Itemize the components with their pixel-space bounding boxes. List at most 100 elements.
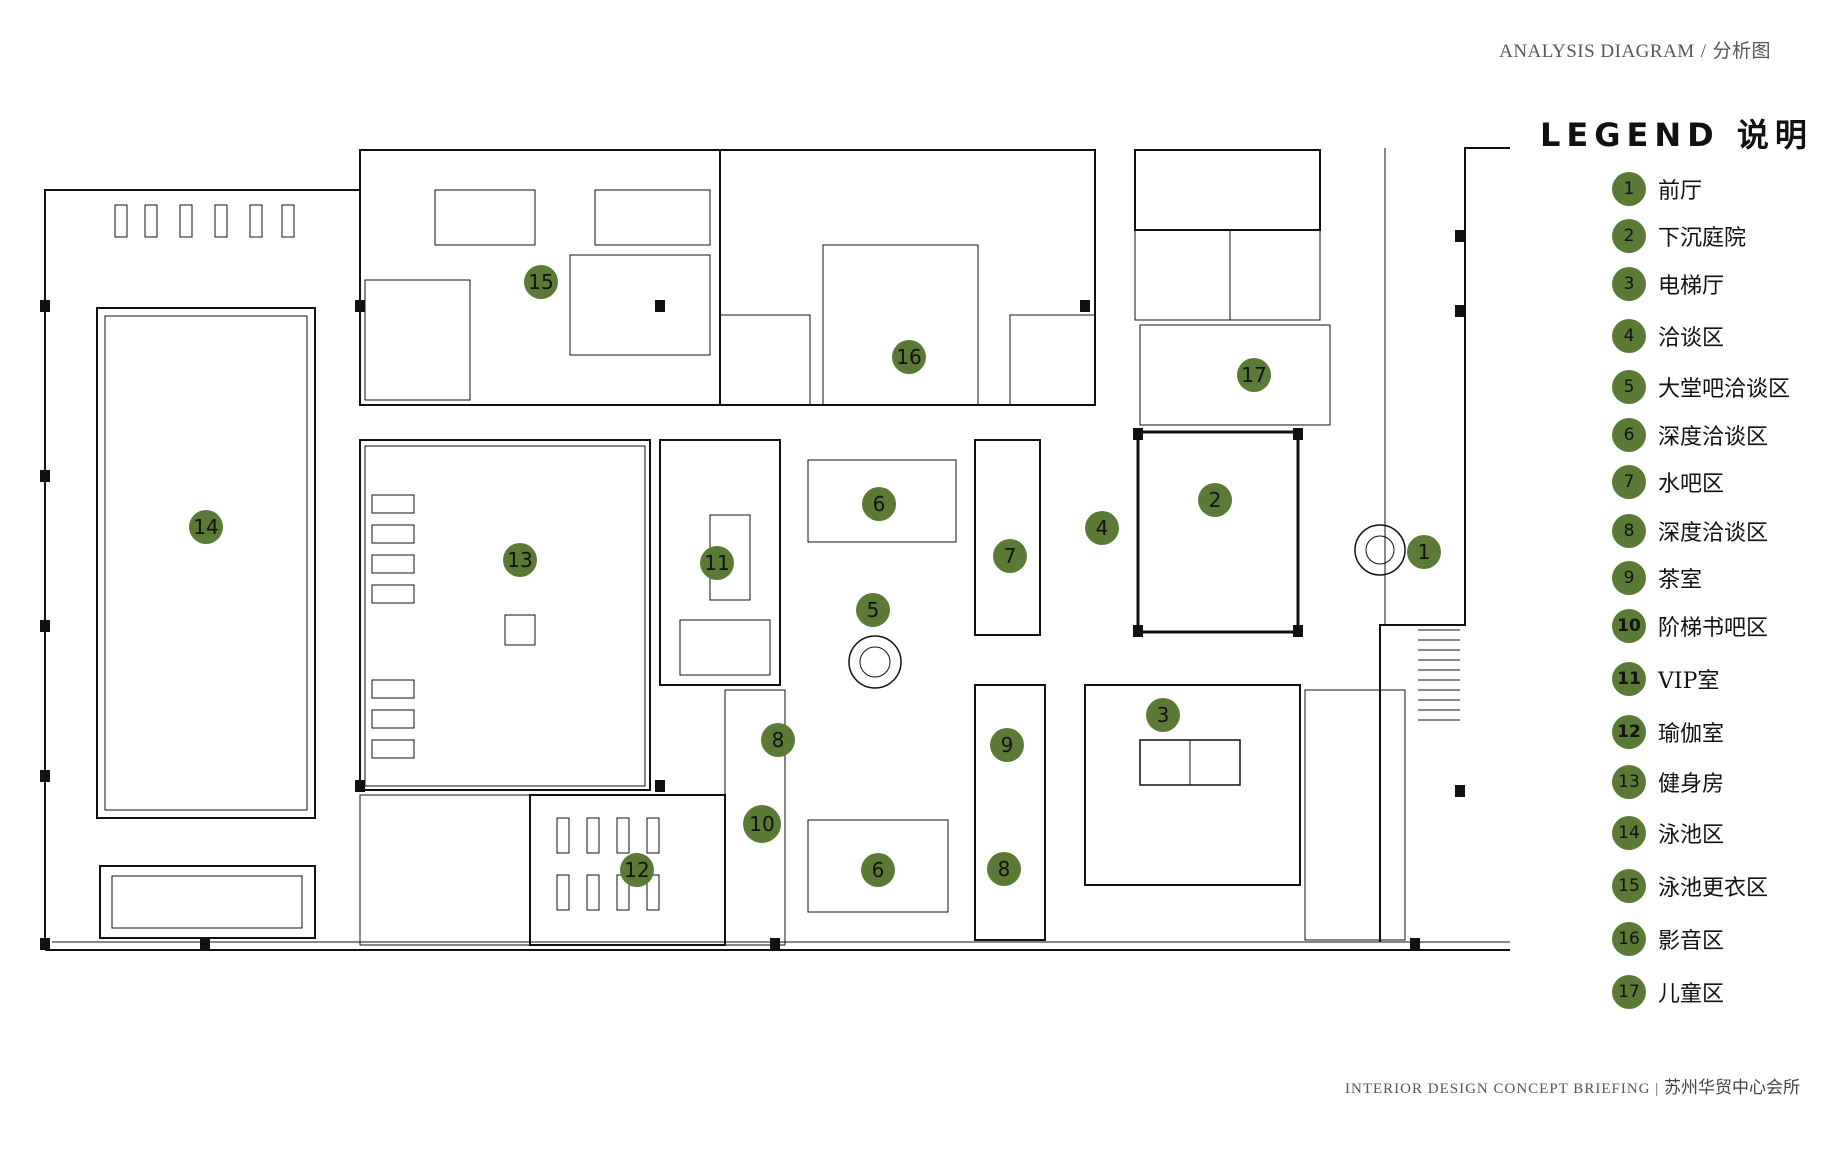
gym-equipment: [371, 494, 536, 759]
legend-badge: 16: [1612, 922, 1646, 956]
page-footer: INTERIOR DESIGN CONCEPT BRIEFING | 苏州华贸中…: [1345, 1073, 1800, 1098]
toilet-rooms: [1304, 689, 1406, 941]
zone-marker: [1085, 511, 1119, 545]
pool-outline: [96, 307, 316, 819]
legend-label: 水吧区: [1658, 472, 1725, 497]
zone-marker-label: 4: [1096, 516, 1109, 540]
lobby-lounge-bottom: [807, 819, 949, 913]
legend-badge: 12: [1612, 715, 1646, 749]
legend-label: 阶梯书吧区: [1658, 616, 1769, 641]
legend-label: 泳池区: [1658, 823, 1725, 848]
tea-room: [974, 684, 1046, 941]
legend-label: 电梯厅: [1658, 274, 1725, 299]
legend-item: 15 泳池更衣区: [1612, 869, 1768, 903]
library-stairs: [724, 689, 786, 946]
legend-label: 影音区: [1658, 929, 1725, 954]
zone-marker: [524, 265, 558, 299]
zone-marker: [892, 340, 926, 374]
zone-marker: [862, 487, 896, 521]
zone-marker: [987, 852, 1021, 886]
zone-marker: [761, 723, 795, 757]
footer-separator: |: [1655, 1081, 1660, 1097]
zone-marker-label: 2: [1209, 488, 1222, 512]
legend-label: 健身房: [1658, 772, 1725, 797]
legend-item: 1 前厅: [1612, 172, 1702, 206]
zone-marker: [993, 539, 1027, 573]
kids-area-rooms: [1134, 149, 1321, 231]
legend-item: 2 下沉庭院: [1612, 219, 1746, 253]
legend-item: 7 水吧区: [1612, 465, 1724, 499]
zone-marker-label: 17: [1241, 363, 1266, 387]
legend-badge: 8: [1612, 514, 1646, 548]
legend-item: 17 儿童区: [1612, 975, 1724, 1009]
zone-marker-label: 7: [1004, 544, 1017, 568]
zone-marker: [1237, 358, 1271, 392]
legend-badge: 4: [1612, 319, 1646, 353]
zone-marker: [1146, 698, 1180, 732]
legend-label: 儿童区: [1658, 982, 1725, 1007]
zone-marker-label: 3: [1157, 703, 1170, 727]
stair-hatch: [1418, 629, 1460, 721]
zone-marker-label: 6: [872, 858, 885, 882]
legend-label: 深度洽谈区: [1658, 521, 1769, 546]
legend-item: 8 深度洽谈区: [1612, 514, 1768, 548]
zone-marker-label: 14: [193, 515, 218, 539]
zone-marker-label: 9: [1001, 733, 1014, 757]
legend-label: 泳池更衣区: [1658, 876, 1769, 901]
header-title-cn: 分析图: [1712, 41, 1771, 62]
zone-marker: [856, 593, 890, 627]
legend-badge: 1: [1612, 172, 1646, 206]
legend-label: 瑜伽室: [1658, 722, 1725, 747]
structural-columns: [40, 230, 1465, 950]
legend-item: 13 健身房: [1612, 765, 1724, 799]
zone-marker-label: 8: [998, 857, 1011, 881]
legend-label: 茶室: [1658, 568, 1703, 593]
water-bar: [974, 439, 1041, 636]
entrance-building: [1379, 147, 1510, 942]
legend-badge: 3: [1612, 267, 1646, 301]
zone-marker-label: 13: [507, 548, 532, 572]
footer-text-cn: 苏州华贸中心会所: [1664, 1078, 1800, 1097]
elevator-hall: [1084, 684, 1301, 886]
zone-marker: [503, 543, 537, 577]
vip-room: [659, 439, 781, 686]
sunken-court: [1136, 430, 1300, 634]
header-title-en: ANALYSIS DIAGRAM: [1499, 41, 1695, 62]
lobby-lounge-top: [807, 459, 957, 543]
legend-badge: 5: [1612, 370, 1646, 404]
zone-marker-label: 10: [749, 812, 774, 836]
zone-markers: 1 2 3 4 5 6 6 7 8 8 9 10 11 12 13 14 15 …: [189, 265, 1441, 887]
zone-marker: [1198, 483, 1232, 517]
legend-badge: 14: [1612, 816, 1646, 850]
legend-badge: 13: [1612, 765, 1646, 799]
legend-label: 下沉庭院: [1658, 226, 1747, 251]
zone-marker: [700, 546, 734, 580]
legend-badge: 15: [1612, 869, 1646, 903]
legend-label: 大堂吧洽谈区: [1658, 377, 1791, 402]
lobby-fountain: [848, 635, 902, 689]
zone-marker: [1407, 535, 1441, 569]
zone-marker-label: 6: [873, 492, 886, 516]
zone-marker-label: 8: [772, 728, 785, 752]
legend-badge: 2: [1612, 219, 1646, 253]
legend-badge: 10: [1612, 609, 1646, 643]
legend-item: 16 影音区: [1612, 922, 1724, 956]
zone-marker-label: 15: [528, 270, 553, 294]
zone-marker-label: 16: [896, 345, 921, 369]
zone-marker-label: 11: [704, 551, 729, 575]
legend-title: LEGEND 说明: [1540, 116, 1813, 154]
footer-text-en: INTERIOR DESIGN CONCEPT BRIEFING: [1345, 1081, 1651, 1097]
zone-marker-label: 12: [624, 858, 649, 882]
pool-jacuzzi: [99, 865, 316, 939]
legend-label: 前厅: [1658, 179, 1703, 204]
legend-badge: 7: [1612, 465, 1646, 499]
legend-badge: 17: [1612, 975, 1646, 1009]
zone-marker: [861, 853, 895, 887]
legend-badge: 6: [1612, 418, 1646, 452]
zone-marker: [620, 853, 654, 887]
legend-item: 5 大堂吧洽谈区: [1612, 370, 1790, 404]
